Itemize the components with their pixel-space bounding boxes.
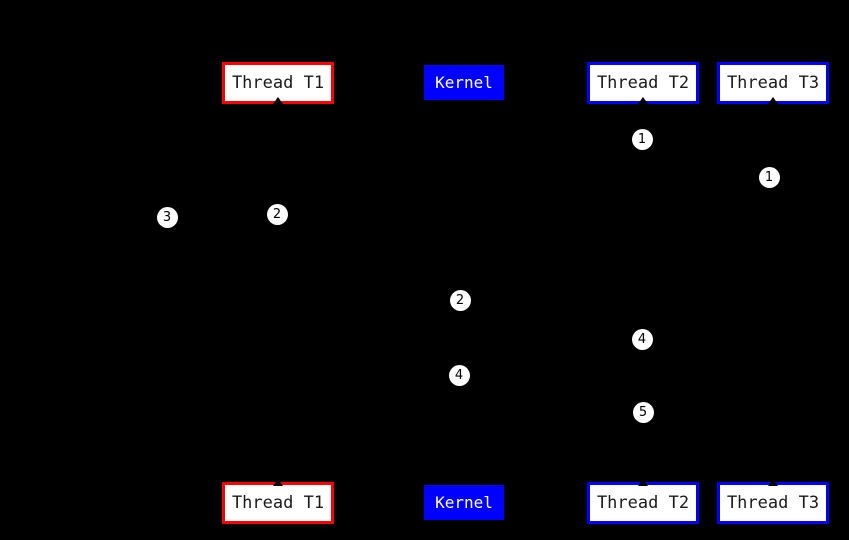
step-marker: 5 (632, 401, 654, 423)
lifeline-arrowhead-icon (273, 97, 283, 104)
step-marker: 2 (266, 203, 288, 225)
lane-label-thread-t1: Thread T1 (231, 493, 325, 513)
step-marker: 2 (449, 289, 471, 311)
step-marker: 4 (448, 364, 470, 386)
thread-t1-box-bottom: Thread T1 (222, 482, 334, 524)
lane-label-thread-t3: Thread T3 (726, 73, 820, 93)
kernel-box-bottom: Kernel (424, 485, 504, 520)
lifeline-arrowhead-icon (638, 97, 648, 104)
lifeline-arrowhead-icon (768, 479, 778, 486)
lane-label-thread-t2: Thread T2 (596, 73, 690, 93)
thread-t2-box-bottom: Thread T2 (587, 482, 699, 524)
step-marker: 3 (156, 206, 178, 228)
step-marker: 1 (758, 166, 780, 188)
lane-label-thread-t2: Thread T2 (596, 493, 690, 513)
lane-label-thread-t3: Thread T3 (726, 493, 820, 513)
step-marker: 4 (631, 328, 653, 350)
lifeline-arrowhead-icon (638, 479, 648, 486)
thread-t3-box-bottom: Thread T3 (717, 482, 829, 524)
lane-label-thread-t1: Thread T1 (231, 73, 325, 93)
kernel-box-top: Kernel (424, 65, 504, 100)
lifeline-arrowhead-icon (768, 97, 778, 104)
lifeline-arrowhead-icon (273, 479, 283, 486)
lane-label-kernel: Kernel (435, 73, 493, 92)
step-marker: 1 (631, 128, 653, 150)
lane-label-kernel: Kernel (435, 493, 493, 512)
